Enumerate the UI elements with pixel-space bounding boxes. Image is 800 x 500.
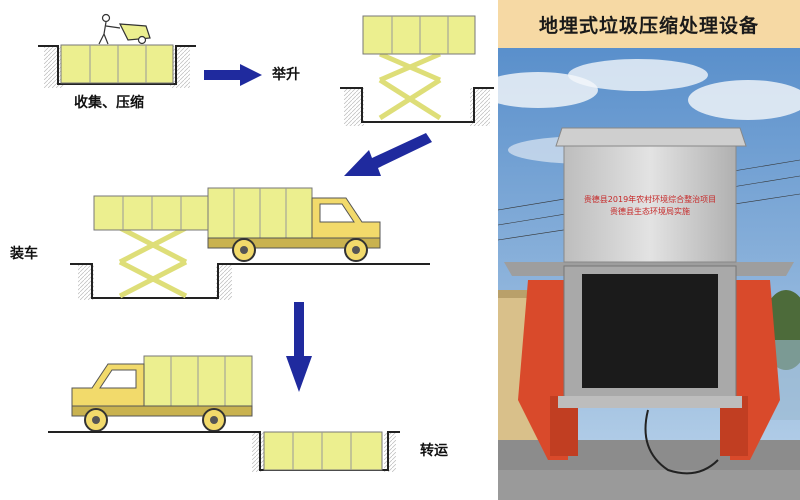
scissor-lift-loading (118, 225, 188, 299)
container-lifted (362, 15, 476, 55)
pit-load (70, 263, 430, 300)
truck-transport (71, 355, 253, 432)
title-banner: 地埋式垃圾压缩处理设备 (498, 0, 800, 48)
arrow-to-transport (286, 302, 312, 392)
step-label-collect: 收集、压缩 (74, 95, 144, 111)
step-label-transport: 转运 (420, 443, 448, 459)
scissor-lift-raised (378, 51, 442, 121)
equipment-photo (498, 0, 800, 500)
process-diagram (38, 13, 494, 472)
container-loading (93, 195, 211, 231)
sign-text-line1: 贵德县2019年农村环境综合整治项目 (583, 195, 717, 204)
worker-with-cart-icon (98, 13, 151, 45)
arrow-to-load (344, 133, 432, 176)
truck-loading (207, 187, 381, 262)
container-returned (263, 431, 383, 471)
page-title: 地埋式垃圾压缩处理设备 (538, 14, 759, 37)
sign-text-line2: 贵德县生态环境局实施 (610, 207, 690, 216)
pit-lift (340, 87, 494, 126)
container-collect (60, 44, 174, 84)
arrow-to-lift (204, 64, 262, 86)
pit-collect (38, 45, 196, 88)
step-label-lift: 举升 (272, 67, 300, 83)
step-label-load: 装车 (10, 246, 38, 262)
